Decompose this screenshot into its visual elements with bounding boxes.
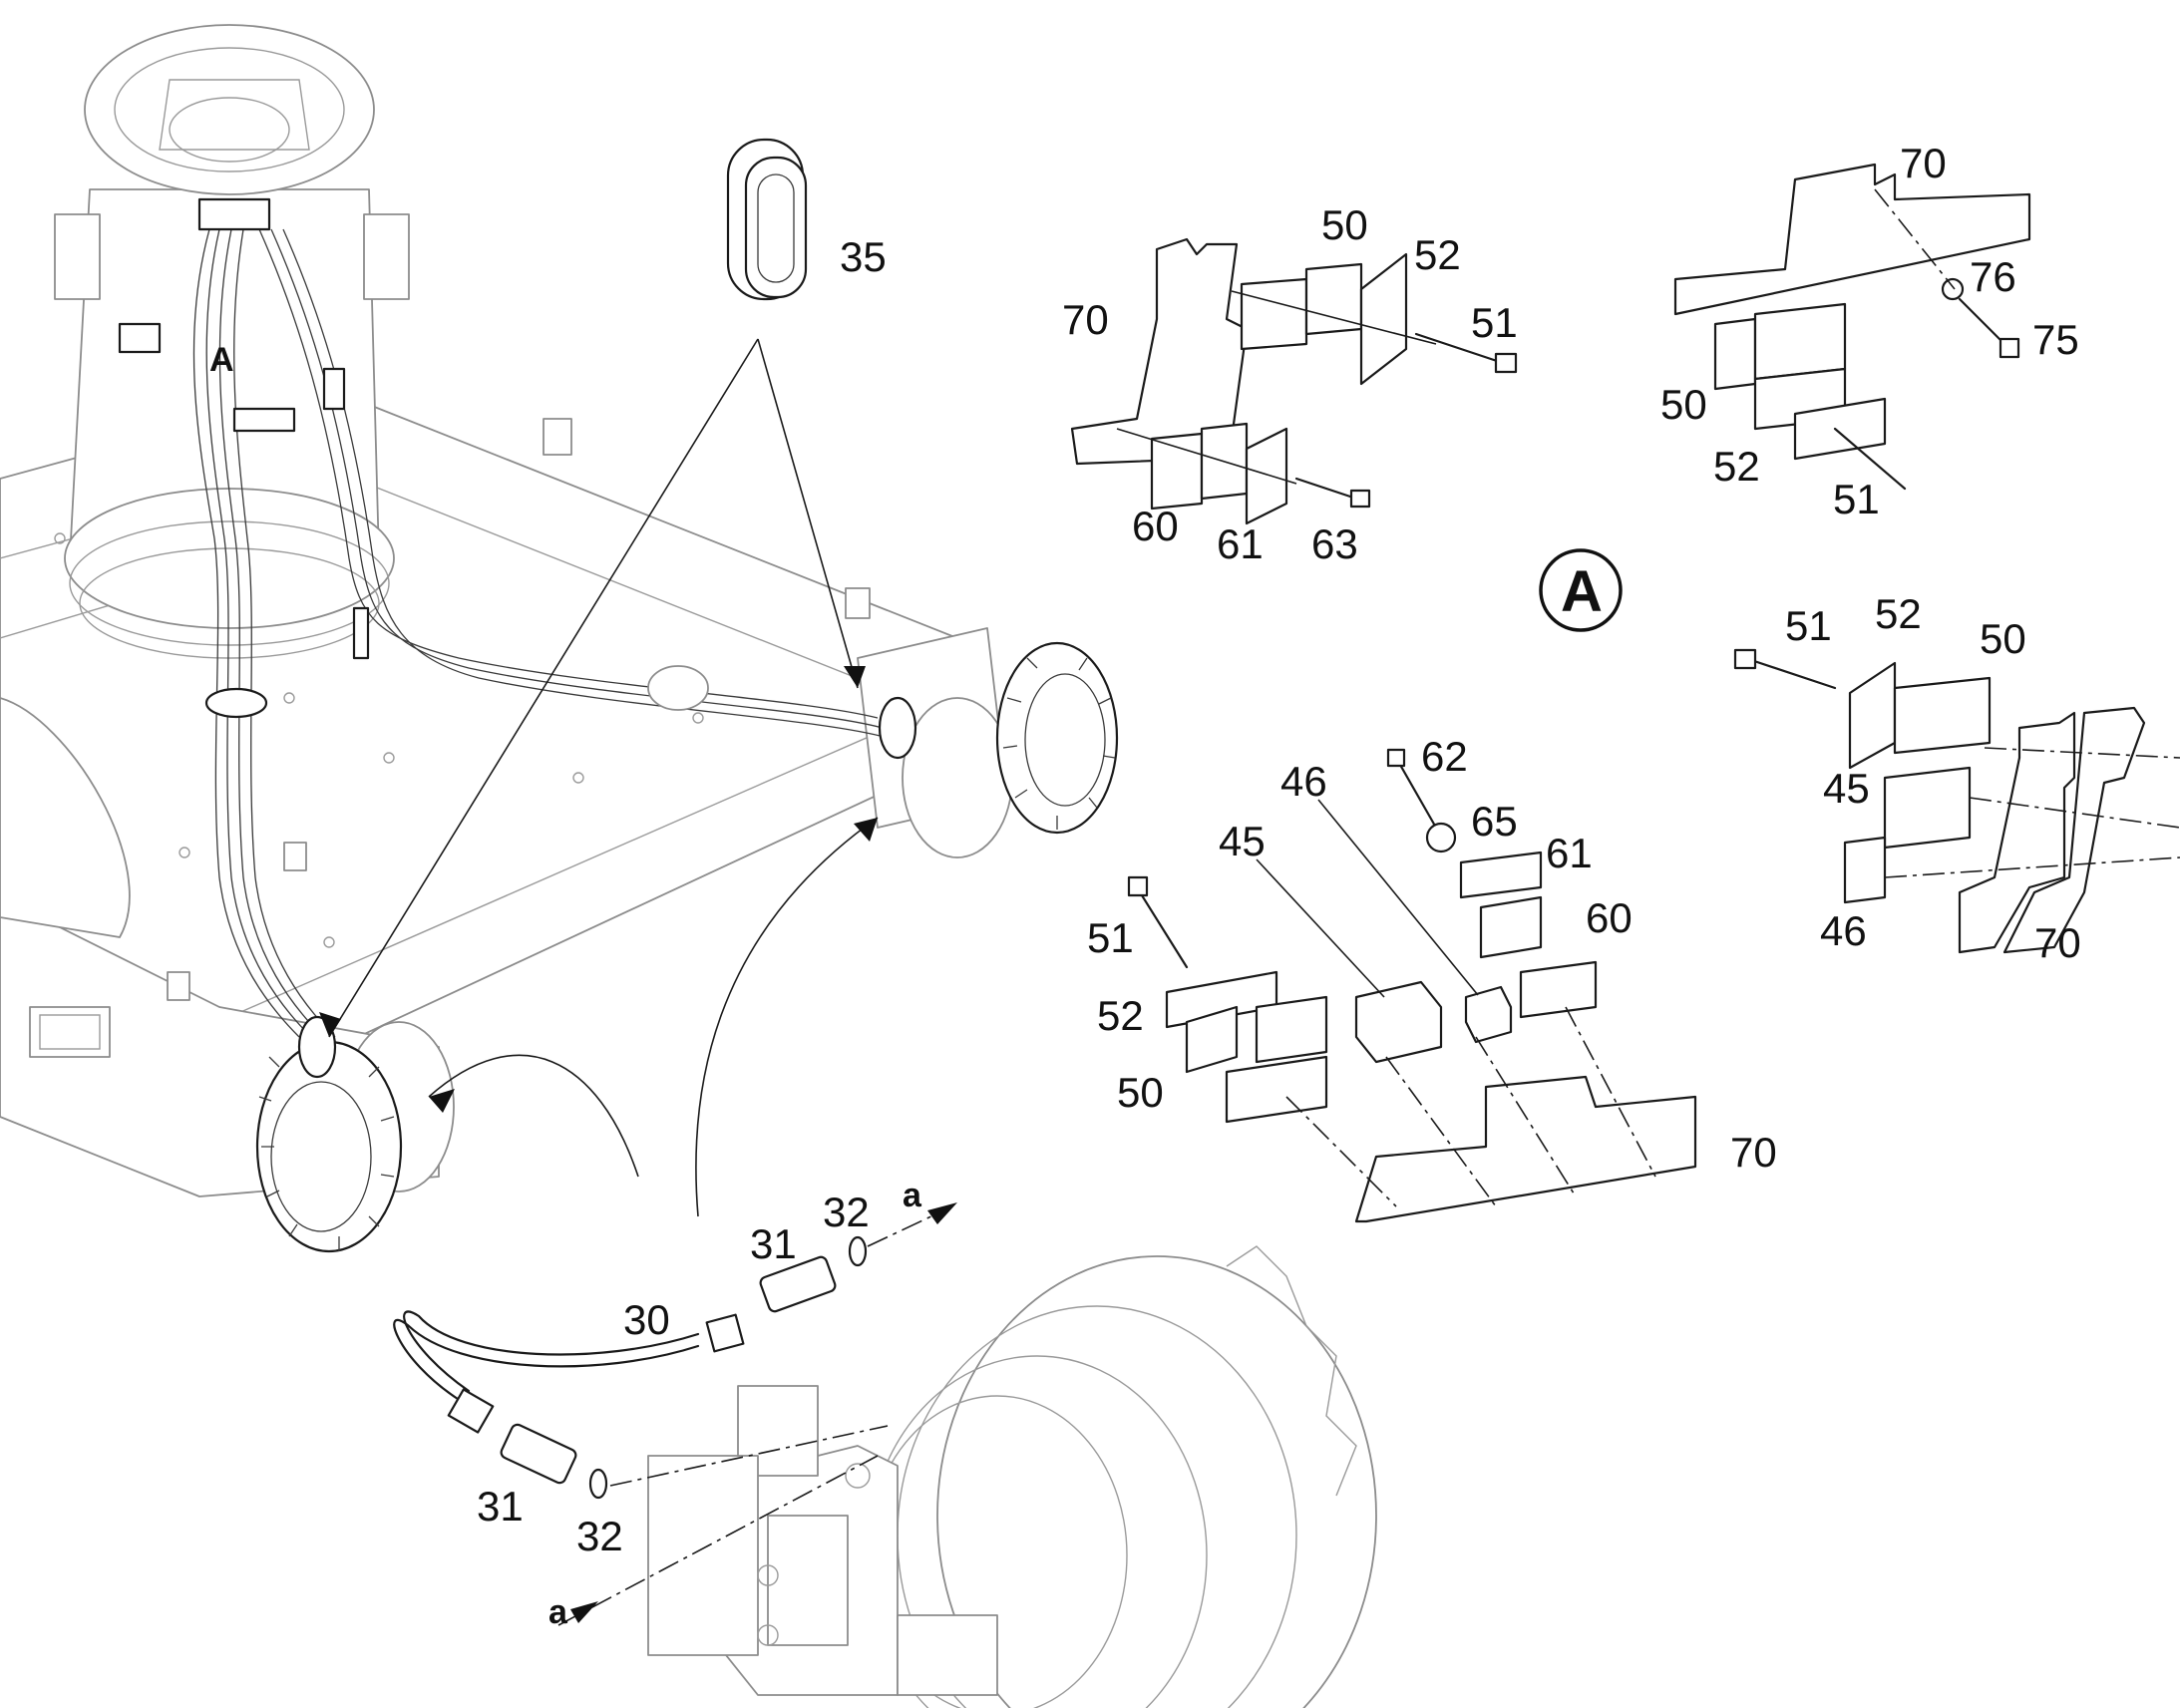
callout-70-top: 70 bbox=[1062, 296, 1109, 343]
callout-51-top: 51 bbox=[1471, 299, 1518, 346]
callout-45-center: 45 bbox=[1219, 818, 1266, 864]
callout-62: 62 bbox=[1421, 733, 1468, 780]
callout-63-top: 63 bbox=[1311, 520, 1358, 567]
arrow-label-a-top: a bbox=[903, 1177, 922, 1214]
reference-arrows bbox=[428, 817, 879, 1217]
callout-51-right: 51 bbox=[1833, 476, 1880, 522]
callout-51-center: 51 bbox=[1087, 914, 1134, 961]
callout-50-right: 50 bbox=[1660, 381, 1707, 428]
detail-a-marker: A bbox=[1539, 548, 1623, 632]
callout-52-right: 52 bbox=[1713, 443, 1760, 490]
arrow-label-a-bottom: a bbox=[548, 1593, 568, 1631]
callout-70-right: 70 bbox=[1900, 140, 1947, 186]
callout-65: 65 bbox=[1471, 798, 1518, 845]
callout-32-top: 32 bbox=[823, 1189, 870, 1235]
callout-60-center: 60 bbox=[1586, 894, 1633, 941]
grommet-part-35 bbox=[319, 138, 866, 1038]
callout-52-center: 52 bbox=[1097, 992, 1144, 1039]
callout-labels: 35 70 50 52 51 60 61 63 70 76 75 50 52 5… bbox=[209, 140, 2081, 1631]
right-wheel-hub bbox=[902, 641, 1119, 858]
callout-51-mid: 51 bbox=[1785, 602, 1832, 649]
callout-52-mid: 52 bbox=[1875, 590, 1922, 637]
svg-text:A: A bbox=[1561, 559, 1603, 624]
callout-50-mid: 50 bbox=[1980, 615, 2026, 662]
detail-reference-a: A bbox=[209, 341, 234, 379]
callout-75: 75 bbox=[2032, 316, 2079, 363]
bracket-detail-top-center bbox=[1070, 237, 1518, 525]
hose-bundle bbox=[118, 197, 917, 1079]
callout-31-bottom: 31 bbox=[477, 1483, 524, 1530]
callout-46-center: 46 bbox=[1280, 758, 1327, 805]
callout-61-top: 61 bbox=[1217, 520, 1264, 567]
callout-45-mid: 45 bbox=[1823, 765, 1870, 812]
callout-35: 35 bbox=[840, 233, 887, 280]
left-wheel-hub bbox=[255, 1021, 455, 1253]
hose-assembly bbox=[393, 1202, 957, 1626]
callout-50-center: 50 bbox=[1117, 1069, 1164, 1116]
bracket-detail-right bbox=[1733, 648, 2180, 954]
turntable-column bbox=[54, 24, 410, 659]
callout-31-top: 31 bbox=[750, 1220, 797, 1267]
bracket-detail-top-right bbox=[1673, 163, 2031, 491]
callout-60-top: 60 bbox=[1132, 503, 1179, 549]
callout-61-center: 61 bbox=[1546, 830, 1593, 876]
callout-32-bottom: 32 bbox=[576, 1513, 623, 1559]
callout-46-mid: 46 bbox=[1820, 907, 1867, 954]
callout-30: 30 bbox=[623, 1296, 670, 1343]
travel-drive-motor bbox=[647, 1245, 1377, 1708]
bracket-detail-center bbox=[1127, 748, 1697, 1223]
callout-70-center: 70 bbox=[1730, 1129, 1777, 1176]
callout-52-top: 52 bbox=[1414, 231, 1461, 278]
callout-50-top: 50 bbox=[1321, 201, 1368, 248]
callout-70-mid: 70 bbox=[2034, 919, 2081, 966]
callout-76: 76 bbox=[1970, 253, 2016, 300]
